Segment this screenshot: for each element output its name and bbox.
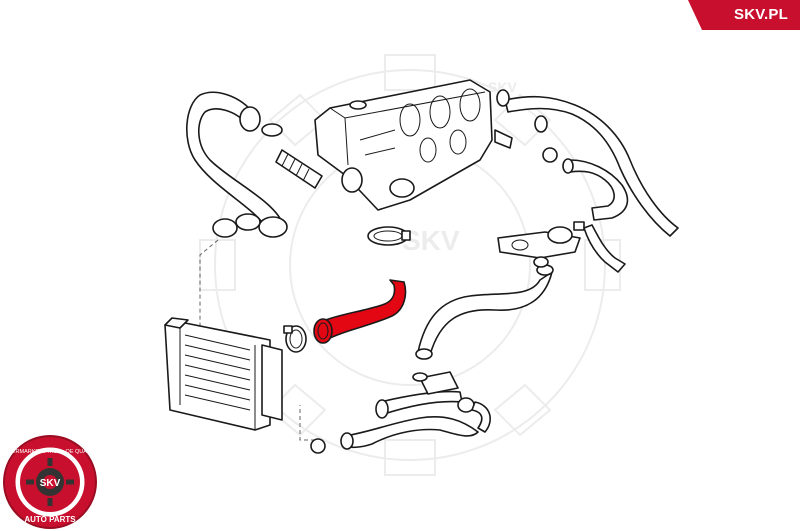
- hose-clamp-radiator: [283, 325, 307, 353]
- brand-tag-shape: [688, 0, 800, 30]
- right-lower-hose: [562, 158, 629, 273]
- upper-left-hose: [185, 91, 288, 238]
- bottom-pipe-assembly: [310, 371, 491, 454]
- watermark-text: SKV: [402, 225, 460, 256]
- hose-clamp-upper: [367, 226, 411, 246]
- highlighted-radiator-hose: [313, 279, 407, 344]
- brand-label: SKV.PL: [733, 6, 788, 23]
- logo-top-text: AFTERMARKET PRICE · OE QUALITY: [1, 449, 98, 455]
- radiator: [164, 317, 283, 431]
- logo-bottom-text: AUTO PARTS: [24, 515, 76, 524]
- thermostat-housing: [497, 221, 585, 259]
- right-long-hose: [496, 89, 679, 237]
- logo-center-text: SKV: [40, 478, 61, 489]
- small-clamps-right: [533, 115, 558, 268]
- center-long-hose: [415, 264, 554, 360]
- corrugated-pipe: [275, 149, 323, 189]
- skv-auto-parts-logo: SKV AFTERMARKET PRICE · OE QUALITY AUTO …: [1, 435, 99, 529]
- brand-tag[interactable]: SKV.PL: [688, 0, 800, 30]
- watermark-text-small: SKV: [488, 79, 517, 95]
- engine-cylinder-head: [314, 79, 513, 211]
